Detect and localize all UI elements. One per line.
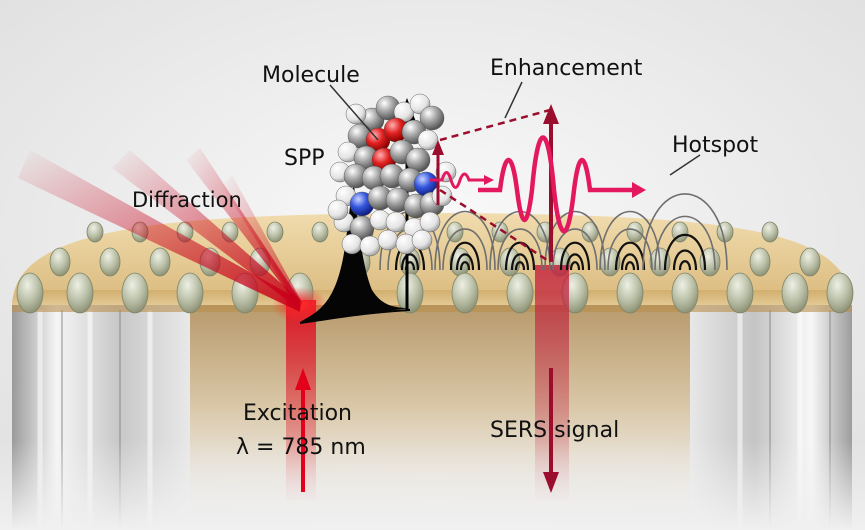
nanopillar: [311, 221, 329, 243]
nanopillar: [86, 221, 104, 243]
enhancement-cone: [439, 108, 551, 264]
atom: [419, 211, 441, 233]
molecule-model: [327, 93, 457, 257]
atom: [419, 105, 445, 131]
atom: [411, 229, 433, 251]
label-sers-signal: SERS signal: [490, 418, 619, 443]
hotspot-loop: [559, 241, 591, 271]
nanopillar: [671, 272, 699, 314]
atom: [377, 229, 399, 251]
hotspot-loop: [565, 253, 585, 271]
atom: [359, 235, 381, 257]
label-enhancement: Enhancement: [490, 56, 643, 81]
label-diffraction: Diffraction: [132, 188, 242, 212]
nanopillar: [726, 272, 754, 314]
nanopillar: [826, 272, 854, 314]
nanopillar: [99, 247, 121, 277]
leader-lines: [329, 81, 701, 176]
hotspot-loop: [663, 233, 707, 271]
hotspot-loop: [624, 261, 636, 271]
excitation-arrow: [295, 368, 311, 492]
nanopillar: [176, 272, 204, 314]
nanopillar: [506, 272, 534, 314]
nanopillar: [121, 272, 149, 314]
hotspot-loop: [620, 253, 640, 271]
nanopillar: [396, 272, 424, 314]
atom: [327, 199, 349, 221]
hotspot-loop: [569, 261, 581, 271]
nanopillar: [149, 247, 171, 277]
hotspot-loop: [654, 215, 716, 271]
nanopillar: [49, 247, 71, 277]
label-wavelength: λ = 785 nm: [236, 435, 366, 460]
nanopillar: [451, 272, 479, 314]
hotspot-loop: [442, 228, 488, 271]
hotspot-loop: [400, 253, 420, 271]
hotspot-loop: [514, 261, 526, 271]
raman-signal-small: [430, 140, 494, 205]
raman-signal-enhanced: [478, 104, 646, 262]
nanopillar: [761, 221, 779, 243]
atom: [385, 211, 407, 233]
atom: [417, 129, 439, 151]
nanopillar: [66, 272, 94, 314]
diffraction-beams: [18, 148, 302, 312]
label-spp: SPP: [284, 146, 325, 171]
hotspot-loop: [672, 249, 698, 271]
hotspot-loop: [607, 228, 653, 271]
nanopillar: [749, 247, 771, 277]
hotspot-loop: [552, 228, 598, 271]
hotspot-loop: [455, 253, 475, 271]
hotspot-loop: [497, 228, 543, 271]
sers-signal-arrow: [543, 368, 559, 493]
nanopillar: [491, 221, 509, 243]
nanopillar: [616, 272, 644, 314]
label-molecule: Molecule: [262, 63, 360, 88]
label-hotspot: Hotspot: [672, 133, 759, 158]
nanopillar: [626, 221, 644, 243]
atom: [431, 185, 453, 207]
nanopillar: [781, 272, 809, 314]
hotspot-loop: [510, 253, 530, 271]
hotspot-loop: [678, 260, 692, 271]
nanopillar: [16, 272, 44, 314]
nanopillar: [266, 221, 284, 243]
label-excitation: Excitation: [243, 401, 352, 426]
hotspot-loop: [449, 241, 481, 271]
nanopillar: [799, 247, 821, 277]
hotspot-loop: [504, 241, 536, 271]
hotspot-loop: [642, 193, 728, 271]
hotspot-loop: [459, 261, 471, 271]
atom: [341, 233, 363, 255]
